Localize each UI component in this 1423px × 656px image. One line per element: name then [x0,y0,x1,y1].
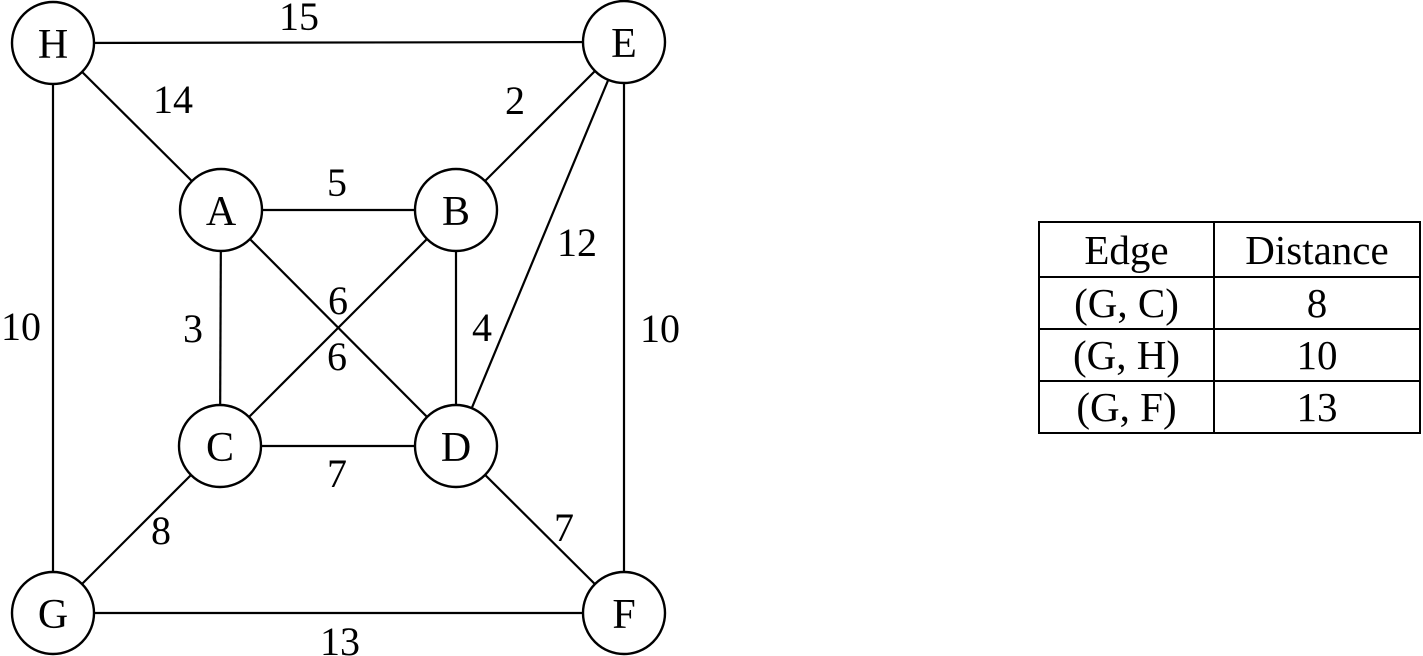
node-label-C: C [206,425,234,471]
table-row: (G, H) 10 [1038,328,1421,382]
edge-weight-A-C: 3 [183,306,203,351]
node-D: D [413,403,499,489]
node-circle-H [10,0,96,86]
edge-weight-A-B: 5 [327,160,347,205]
table-cell-distance: 13 [1213,380,1421,434]
edge-weight-E-B: 2 [505,78,525,123]
node-B: B [413,167,499,253]
edge-weight-H-E: 15 [279,0,319,39]
node-label-E: E [611,21,637,67]
node-label-A: A [206,189,237,235]
table-cell-edge: (G, C) [1038,276,1215,330]
table-cell-edge: (G, H) [1038,328,1215,382]
edge-B-C [219,209,457,447]
node-circle-B [413,167,499,253]
edge-weight-H-G: 10 [1,304,41,349]
node-A: A [178,167,264,253]
node-circle-E [581,0,667,85]
table-row: (G, F) 13 [1038,380,1421,434]
node-circle-A [178,167,264,253]
edge-weight-B-C: 6 [327,334,347,379]
table-header-distance: Distance [1213,221,1421,278]
node-circle-C [177,403,263,489]
edge-weight-A-D: 6 [328,278,348,323]
node-label-D: D [441,425,471,471]
table-cell-edge: (G, F) [1038,380,1215,434]
edge-weight-G-F: 13 [320,619,360,656]
node-label-B: B [442,189,470,235]
table-header-row: Edge Distance [1038,221,1421,278]
table-header-edge: Edge [1038,221,1215,278]
table-cell-distance: 10 [1213,328,1421,382]
node-circle-G [10,570,96,656]
edge-E-D [454,41,626,447]
edge-weight-E-D: 12 [557,220,597,265]
node-F: F [581,570,667,656]
node-C: C [177,403,263,489]
distance-table-container: Edge Distance (G, C) 8 (G, H) 10 (G, F) … [1038,221,1421,434]
distance-table: Edge Distance (G, C) 8 (G, H) 10 (G, F) … [1038,221,1421,434]
node-E: E [581,0,667,85]
node-label-F: F [612,592,635,638]
edge-H-E [52,40,625,45]
node-H: H [10,0,96,86]
edge-weight-C-G: 8 [151,508,171,553]
node-label-H: H [38,22,68,68]
node-circle-F [581,570,667,656]
table-cell-distance: 8 [1213,276,1421,330]
node-label-G: G [38,592,68,638]
edge-weight-B-D: 4 [472,305,492,350]
node-G-highlighted: G [10,570,96,656]
edge-weight-E-F: 10 [640,306,680,351]
node-circle-D [413,403,499,489]
table-row: (G, C) 8 [1038,276,1421,330]
edge-weight-D-F: 7 [554,505,574,550]
edge-weight-H-A: 14 [153,77,193,122]
edge-weight-C-D: 7 [327,451,347,496]
